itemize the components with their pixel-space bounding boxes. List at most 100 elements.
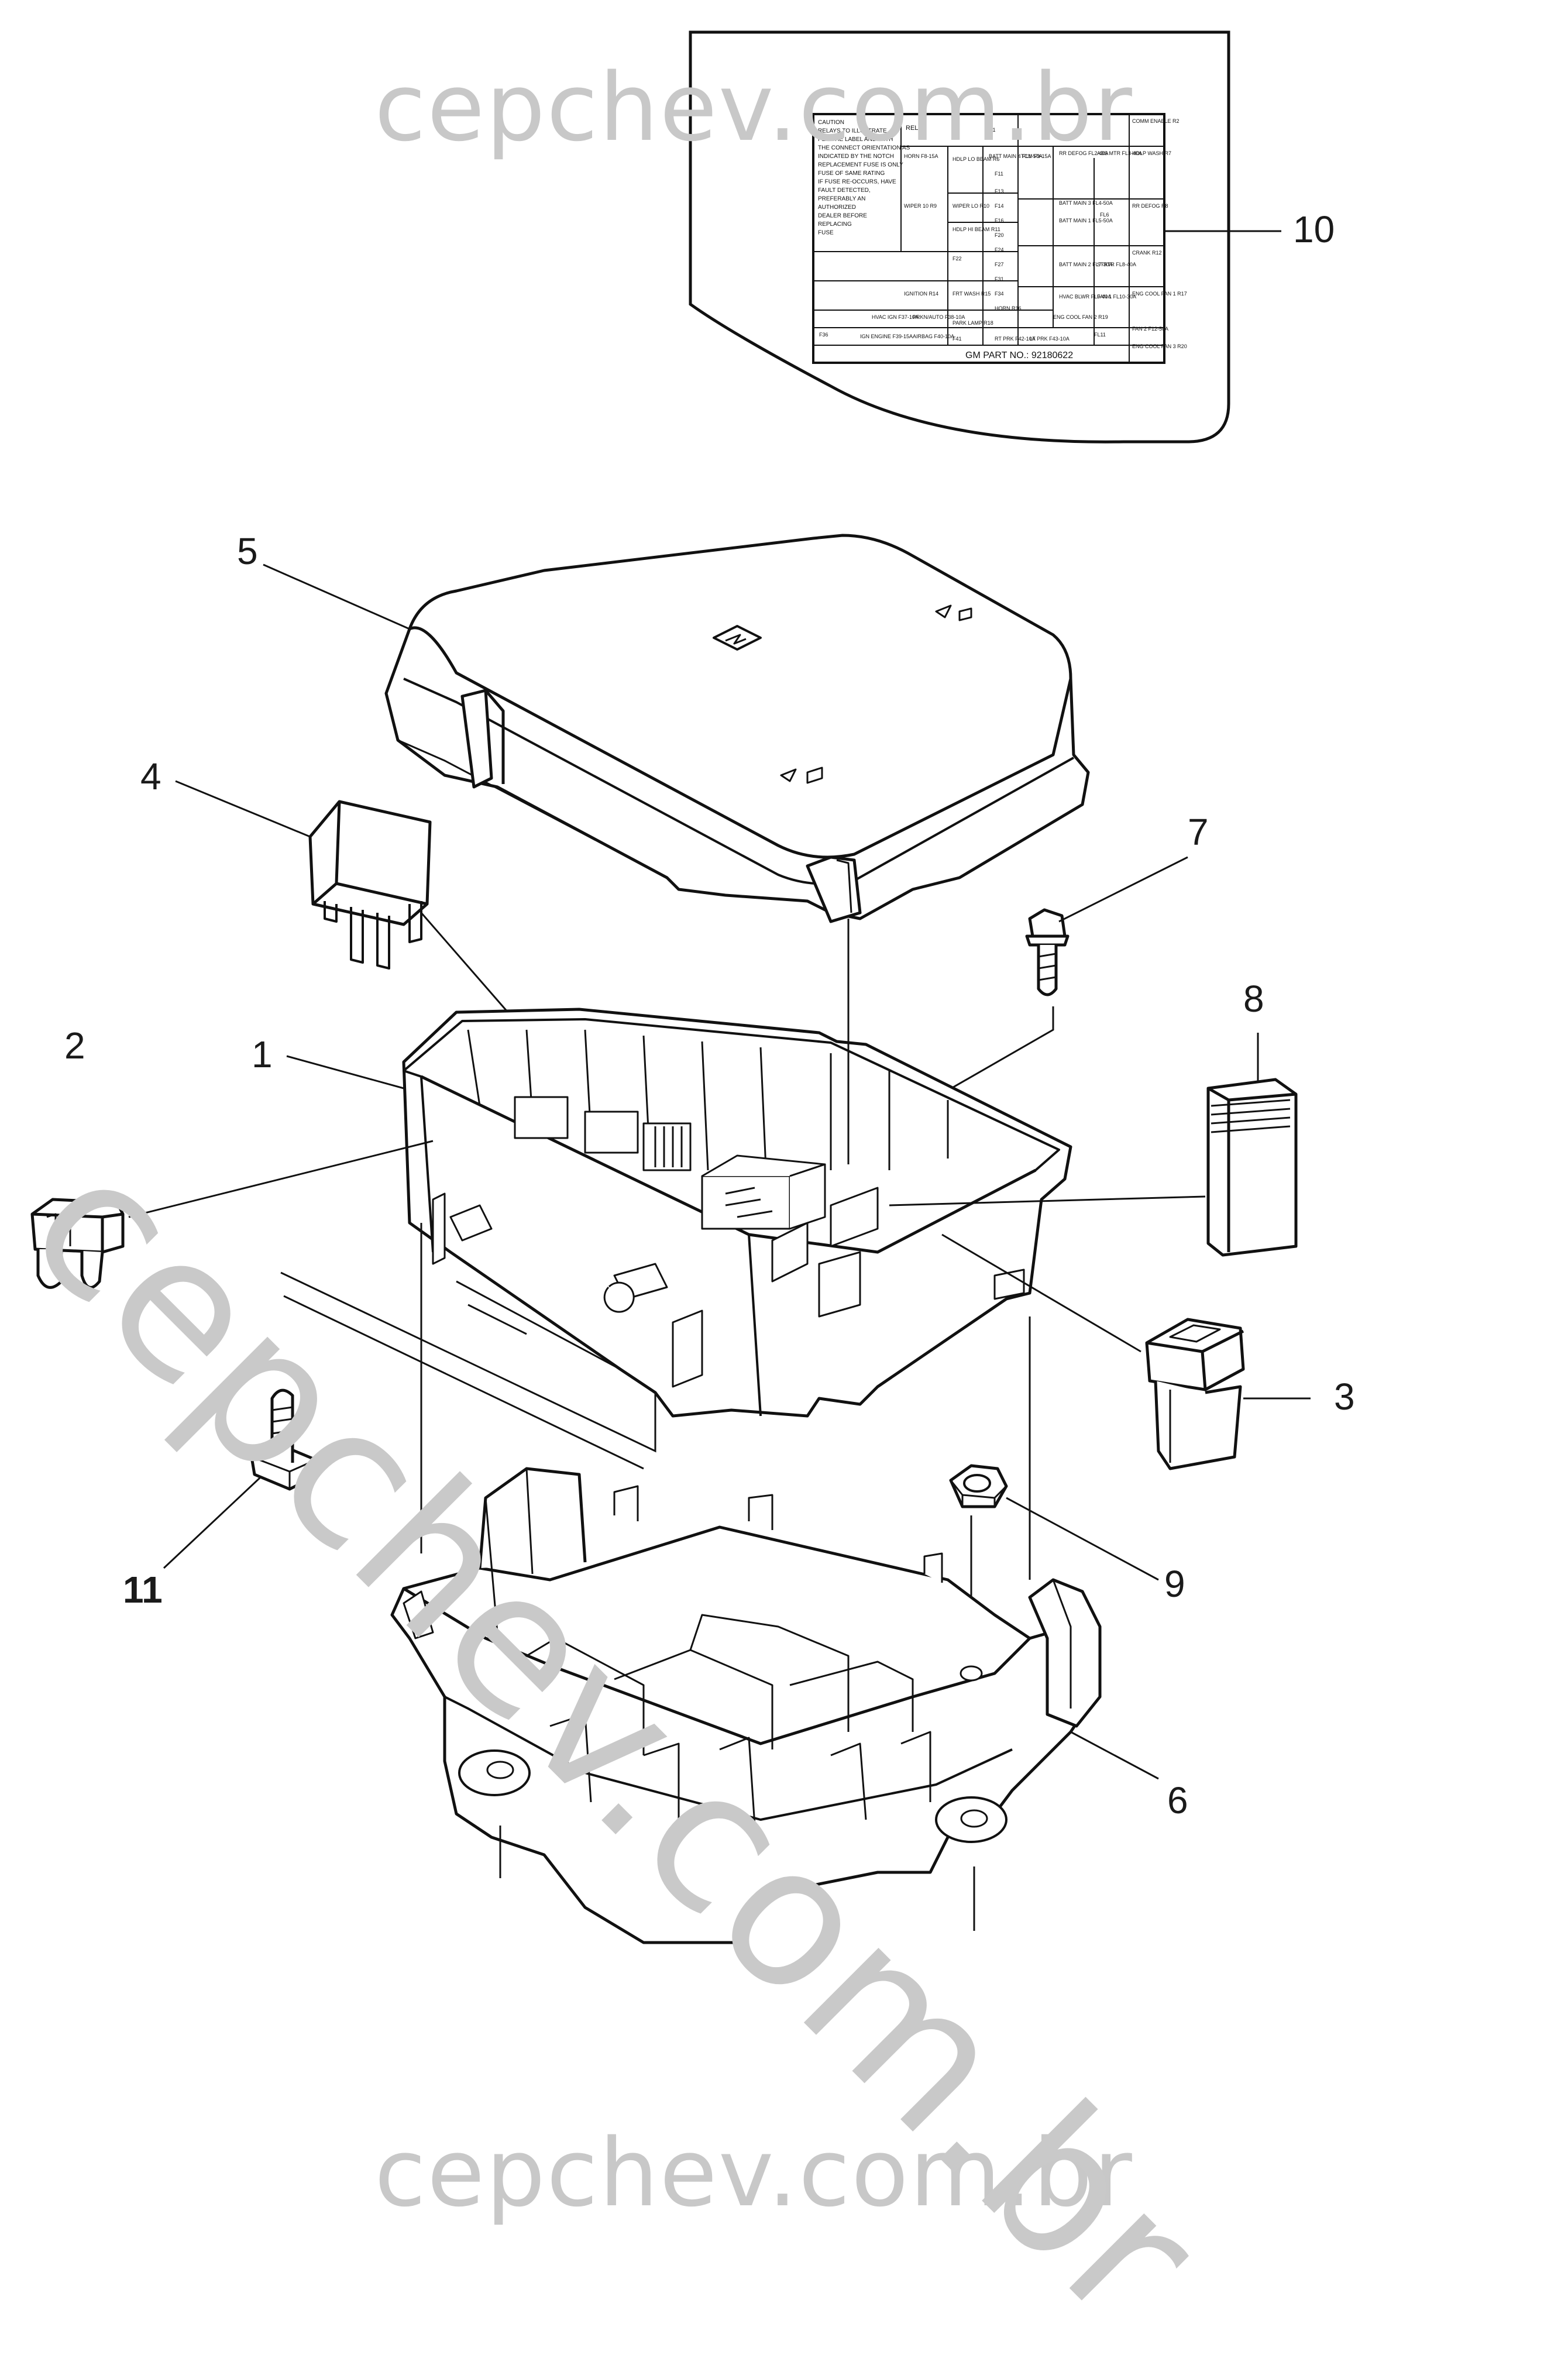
fuse-cell-abs: ABS MTR FL3-40A bbox=[1097, 150, 1142, 156]
caution-line: DEALER BEFORE bbox=[818, 213, 867, 219]
watermark-top: cepchev.com.br bbox=[374, 53, 1133, 162]
caution-line: REPLACEMENT FUSE IS ONLY bbox=[818, 162, 903, 169]
fuse-cell-hvacign: HVAC IGN F37-10A bbox=[872, 314, 919, 320]
leader-11c bbox=[283, 1295, 644, 1470]
fuse-cell-hdlphi: HDLP HI BEAM R11 bbox=[953, 226, 1000, 232]
fuse-cell-f20: F20 bbox=[995, 232, 1004, 238]
fuse-cell-f13: F13 bbox=[995, 188, 1004, 194]
caution-line: RELAYS TO ILLUSTRATE bbox=[818, 128, 887, 135]
caution-line: FUSE OF SAME RATING bbox=[818, 170, 885, 177]
fuse-cell-engcool1: ENG COOL FAN 1 R17 bbox=[1132, 291, 1187, 297]
fuse-cell-batt1: BATT MAIN 1 FL5-50A bbox=[1059, 218, 1113, 224]
fuse-cell-f24: F24 bbox=[995, 247, 1004, 253]
callout-9: 9 bbox=[1164, 1563, 1185, 1605]
fuse-cell-r1: R1 bbox=[989, 127, 996, 133]
callout-4: 4 bbox=[140, 755, 161, 798]
relay bbox=[308, 800, 432, 970]
caution-line: PER THE LABEL AND WITH bbox=[818, 136, 893, 143]
caution-line: PREFERABLY AN bbox=[818, 196, 865, 202]
callout-8: 8 bbox=[1243, 978, 1264, 1020]
fuse-cell-f22: F22 bbox=[953, 256, 962, 262]
leader-8b bbox=[889, 1195, 1206, 1206]
fuse-cell-wiper: WIPER 10 R9 bbox=[904, 203, 937, 209]
fuse-cell-fan1: FAN 1 FL10-30A bbox=[1097, 294, 1136, 300]
fuse-cell-batt4: BATT MAIN 4 FL1-50A bbox=[989, 153, 1043, 159]
caution-line: INDICATED BY THE NOTCH bbox=[818, 153, 894, 160]
fuse-cell-f36: F36 bbox=[819, 332, 828, 338]
callout-11: 11 bbox=[123, 1569, 163, 1611]
fuse-cell-ignengine: IGN ENGINE F39-15A bbox=[860, 334, 913, 339]
fuse-cell-ignition: IGNITION R14 bbox=[904, 291, 938, 297]
callout-3: 3 bbox=[1334, 1376, 1355, 1418]
mini-fuse bbox=[30, 1198, 125, 1289]
hex-nut bbox=[949, 1464, 1008, 1508]
stud-bolt bbox=[250, 1388, 321, 1491]
leader-9 bbox=[1006, 1497, 1159, 1581]
fuse-cell-rrdefog2: RR DEFOG R8 bbox=[1132, 203, 1168, 209]
leader-4 bbox=[175, 780, 311, 838]
fuse-cell-strtr: STRTR FL8-40A bbox=[1097, 262, 1136, 267]
leader-7 bbox=[1058, 856, 1188, 923]
caution-line: FAULT DETECTED, bbox=[818, 187, 871, 194]
fuse-cell-horn: HORN F8-15A bbox=[904, 153, 938, 159]
fuse-cell-rtprk: RT PRK F42-10A bbox=[995, 336, 1036, 342]
fuse-cell-f11: F11 bbox=[995, 171, 1003, 177]
fuse-cell-crank: CRANK R12 bbox=[1132, 250, 1162, 256]
fuse-cell-hdlpwash: HDLP WASH R7 bbox=[1132, 150, 1171, 156]
maxi-fuse bbox=[1206, 1078, 1298, 1257]
fuse-cell-hornr16: HORN R16 bbox=[995, 305, 1022, 311]
callout-1: 1 bbox=[252, 1033, 273, 1075]
fuse-cell-f41: F41 bbox=[953, 336, 962, 342]
fuse-cell-fl6: FL6 bbox=[1100, 212, 1109, 218]
callout-5: 5 bbox=[237, 530, 258, 572]
leader-2 bbox=[128, 1140, 434, 1218]
relay-text: RELAY bbox=[906, 125, 927, 132]
fuse-cell-ltprk: LT PRK F43-10A bbox=[1030, 336, 1070, 342]
cartridge-fuse bbox=[1145, 1318, 1245, 1470]
fuse-cell-wiperlo: WIPER LO R10 bbox=[953, 203, 989, 209]
callout-6: 6 bbox=[1167, 1779, 1188, 1821]
caution-line: CAUTION bbox=[818, 119, 844, 126]
caution-line: THE CONNECT ORIENTATION AS bbox=[818, 145, 910, 152]
lower-bracket-tray bbox=[390, 1467, 1102, 1944]
leader-11b bbox=[280, 1271, 656, 1453]
leader-11 bbox=[163, 1476, 262, 1569]
fuse-cell-fl11: FL11 bbox=[1094, 332, 1106, 338]
fuse-box-body bbox=[402, 1008, 1072, 1418]
fuse-cell-rrdefog: RR DEFOG FL2-40A bbox=[1059, 150, 1109, 156]
bolt bbox=[1025, 908, 1070, 996]
caution-line: IF FUSE RE-OCCURS, HAVE bbox=[818, 179, 896, 185]
fuse-cell-fan2: FAN 2 F12-50A bbox=[1132, 326, 1168, 332]
leader-6 bbox=[1070, 1731, 1159, 1780]
fuse-cell-f31: F31 bbox=[995, 276, 1004, 282]
fuse-cell-comm: COMM ENABLE R2 bbox=[1132, 118, 1180, 124]
fuse-cell-frtwash: FRT WASH R15 bbox=[953, 291, 991, 297]
caution-line: AUTHORIZED bbox=[818, 204, 856, 211]
part-number: GM PART NO.: 92180622 bbox=[965, 350, 1073, 360]
callout-10: 10 bbox=[1293, 208, 1335, 250]
fuse-cell-parklamp: PARK LAMP R18 bbox=[953, 320, 993, 326]
leader-5 bbox=[263, 563, 410, 630]
leader-1 bbox=[286, 1055, 404, 1089]
fuse-cell-batt3: BATT MAIN 3 FL4-50A bbox=[1059, 200, 1113, 206]
fuse-cell-f27: F27 bbox=[995, 262, 1004, 267]
caution-line: REPLACING bbox=[818, 221, 852, 228]
fuse-box-cover bbox=[384, 534, 1090, 923]
leader-3b bbox=[941, 1233, 1141, 1353]
caution-line: FUSE bbox=[818, 230, 834, 236]
fuse-cell-engcool2: ENG COOL FAN 2 R19 bbox=[1053, 314, 1108, 320]
watermark-bottom: cepchev.com.br bbox=[374, 2118, 1133, 2228]
fuse-cell-hdlp: HDLP LO BEAM R6 bbox=[953, 156, 999, 162]
fuse-cell-f14: F14 bbox=[995, 203, 1004, 209]
fuse-cell-batt2: BATT MAIN 2 FL7-30A bbox=[1059, 262, 1113, 267]
fuse-cell-f16: F16 bbox=[995, 218, 1004, 224]
fuse-cell-f34: F34 bbox=[995, 291, 1004, 297]
callout-2: 2 bbox=[64, 1025, 85, 1067]
fuse-cell-prkn: PRKN/AUTO F38-10A bbox=[913, 314, 965, 320]
fuse-cell-texts: R1 COMM ENABLE R2 HORN F8-15A HDLP LO BEAM … bbox=[819, 118, 1187, 349]
fuse-cell-hvac: HVAC BLWR FL9-40A bbox=[1059, 294, 1111, 300]
